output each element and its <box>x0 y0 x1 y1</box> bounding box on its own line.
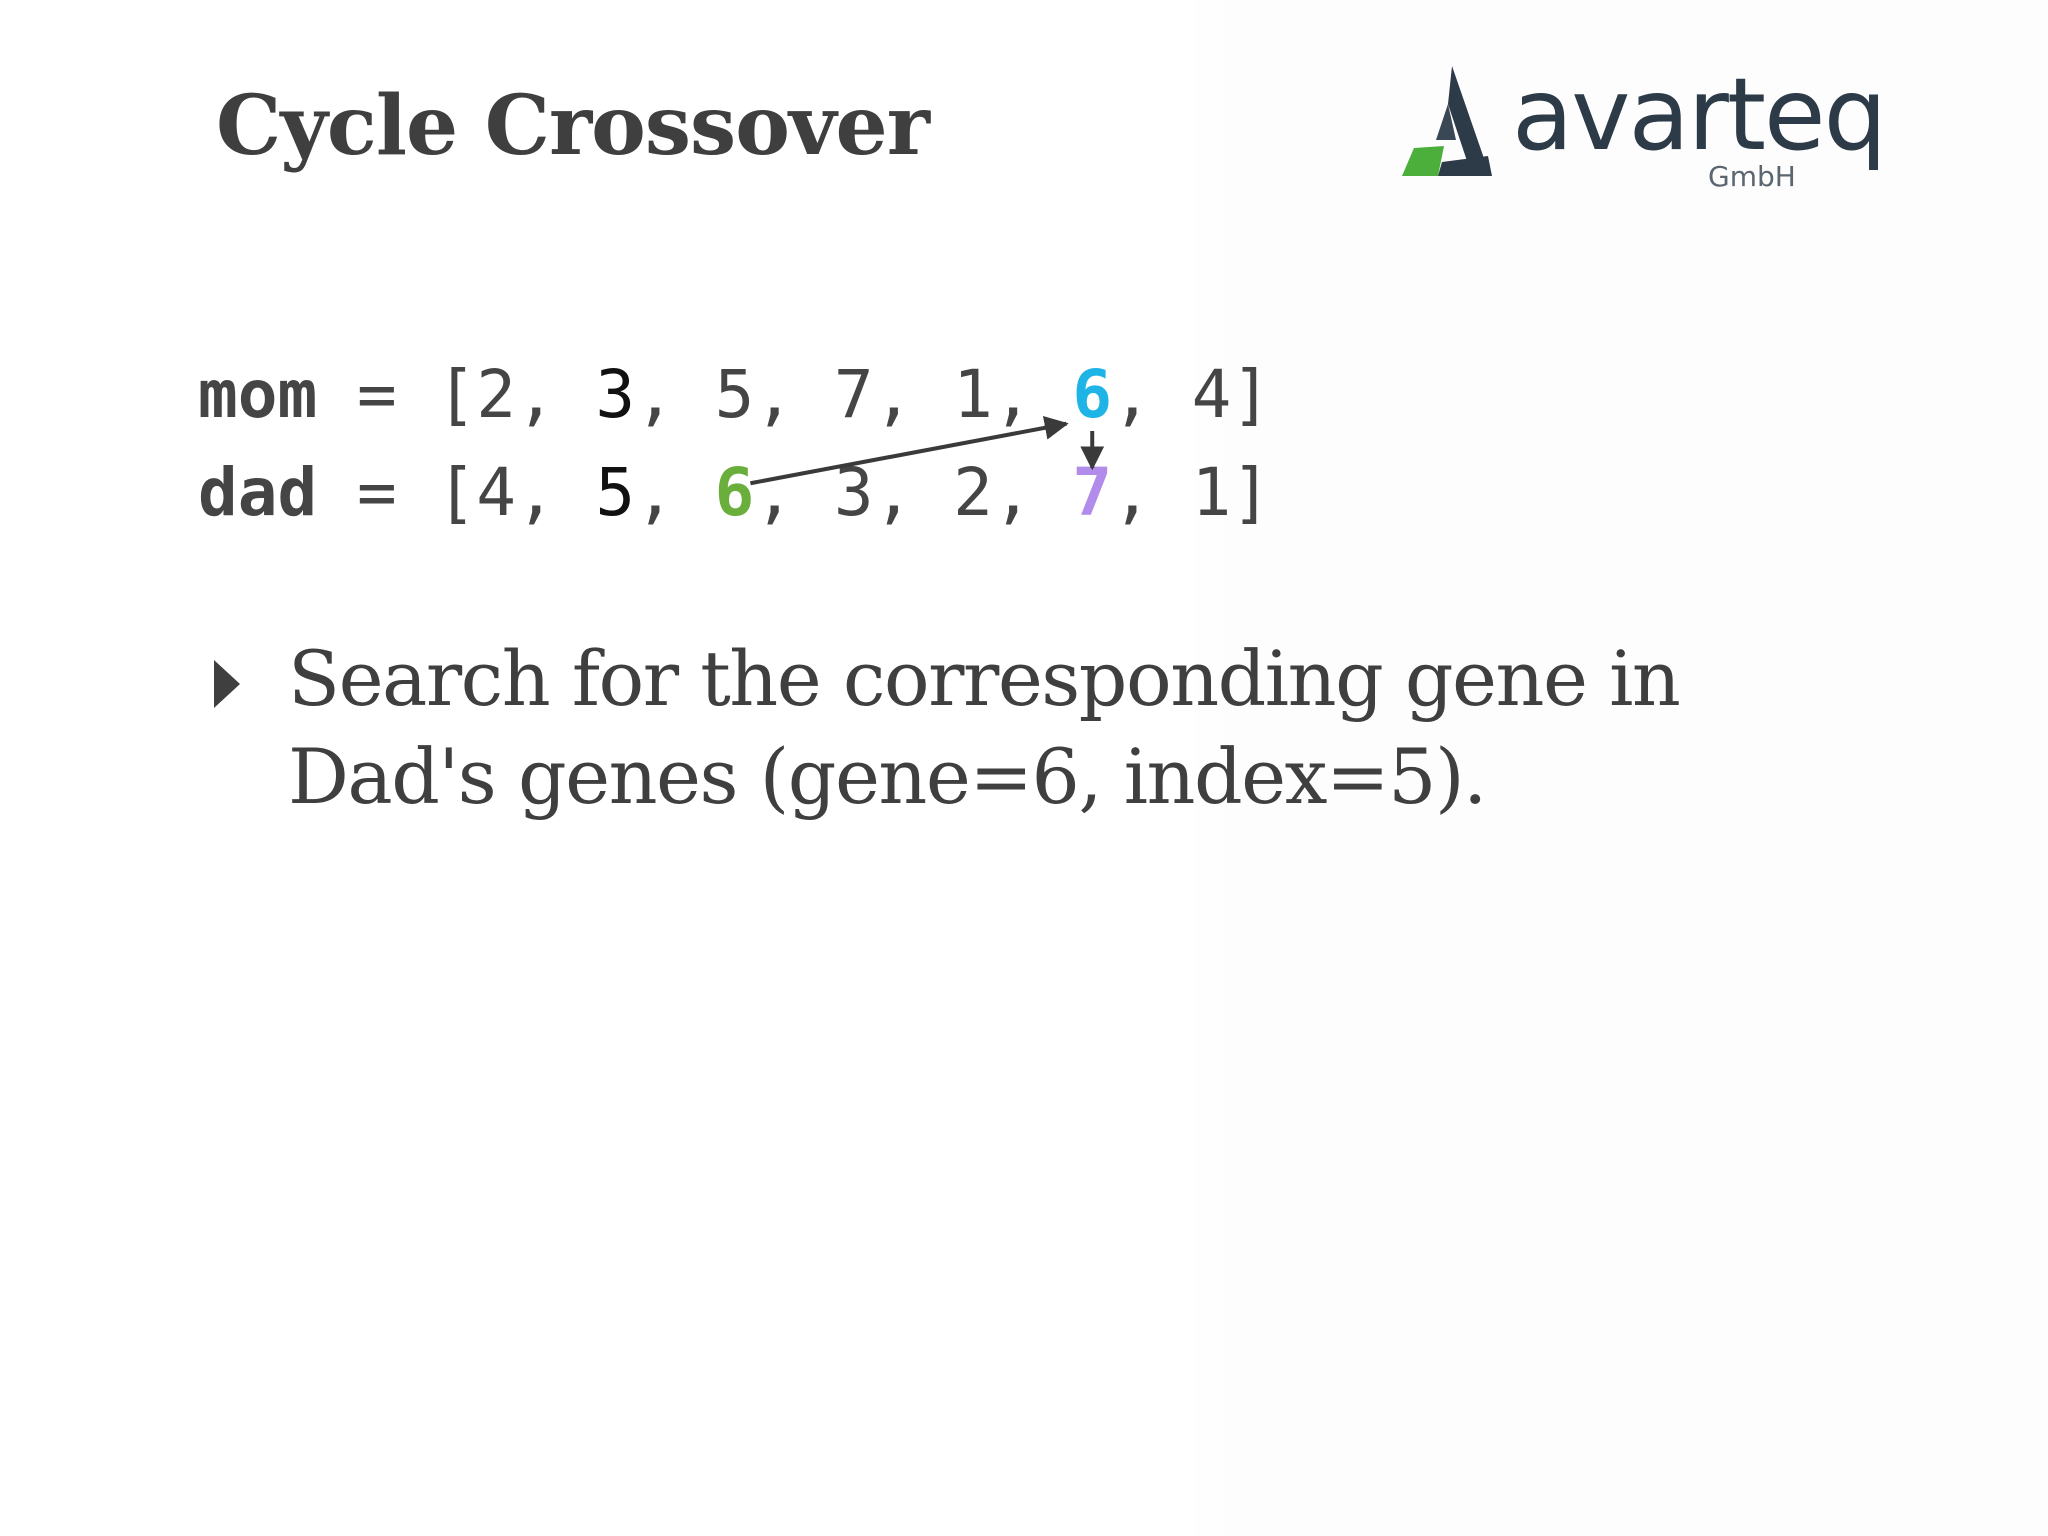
mom-gene-3: 7 <box>833 356 874 433</box>
mom-gene-1: 3 <box>595 356 636 433</box>
dad-gene-0: 4 <box>476 454 516 531</box>
dad-gene-1: 5 <box>595 454 636 531</box>
triangle-right-icon <box>214 660 240 708</box>
mom-sep: , <box>992 356 1073 433</box>
dad-gene-6: 1 <box>1191 454 1232 531</box>
bullet-text: Search for the corresponding gene in Dad… <box>288 634 1681 821</box>
mom-gene-4: 1 <box>953 356 993 433</box>
dad-open-bracket: [ <box>436 454 477 531</box>
dad-sep: , <box>1112 454 1192 531</box>
dad-sep: , <box>992 454 1073 531</box>
mom-sep: , <box>1112 356 1192 433</box>
logo-wordmark: avarteq <box>1512 56 1887 173</box>
logo-subtitle: GmbH <box>1708 160 1796 193</box>
mom-gene-2: 5 <box>714 356 755 433</box>
mom-gene-5-highlighted: 6 <box>1072 356 1113 433</box>
dad-sep: , <box>754 454 834 531</box>
mom-gene-6: 4 <box>1191 356 1232 433</box>
mom-sep: , <box>873 356 954 433</box>
dad-gene-3: 3 <box>833 454 874 531</box>
dad-sep: , <box>635 454 715 531</box>
dad-var: dad <box>198 454 318 531</box>
mom-sep: , <box>635 356 715 433</box>
mom-code-line: mom = [2, 3, 5, 7, 1, 6, 4] <box>198 362 1271 428</box>
slide-title: Cycle Crossover <box>216 78 930 174</box>
dad-sep: , <box>873 454 954 531</box>
mom-sep: , <box>515 356 596 433</box>
mom-close-bracket: ] <box>1231 356 1272 433</box>
mom-sep: , <box>754 356 834 433</box>
dad-gene-4: 2 <box>953 454 993 531</box>
dad-sep: , <box>515 454 596 531</box>
dad-gene-2-highlighted: 6 <box>714 454 755 531</box>
dad-code-line: dad = [4, 5, 6, 3, 2, 7, 1] <box>198 460 1271 526</box>
mom-gene-0: 2 <box>476 356 516 433</box>
avarteq-logo-mark-icon <box>1402 66 1492 176</box>
dad-gene-5-highlighted: 7 <box>1072 454 1113 531</box>
dad-close-bracket: ] <box>1231 454 1272 531</box>
dad-eq: = <box>317 454 437 531</box>
mom-open-bracket: [ <box>436 356 477 433</box>
avarteq-logo: avarteq GmbH <box>1396 56 1887 202</box>
mom-var: mom <box>198 356 318 433</box>
mom-eq: = <box>317 356 437 433</box>
